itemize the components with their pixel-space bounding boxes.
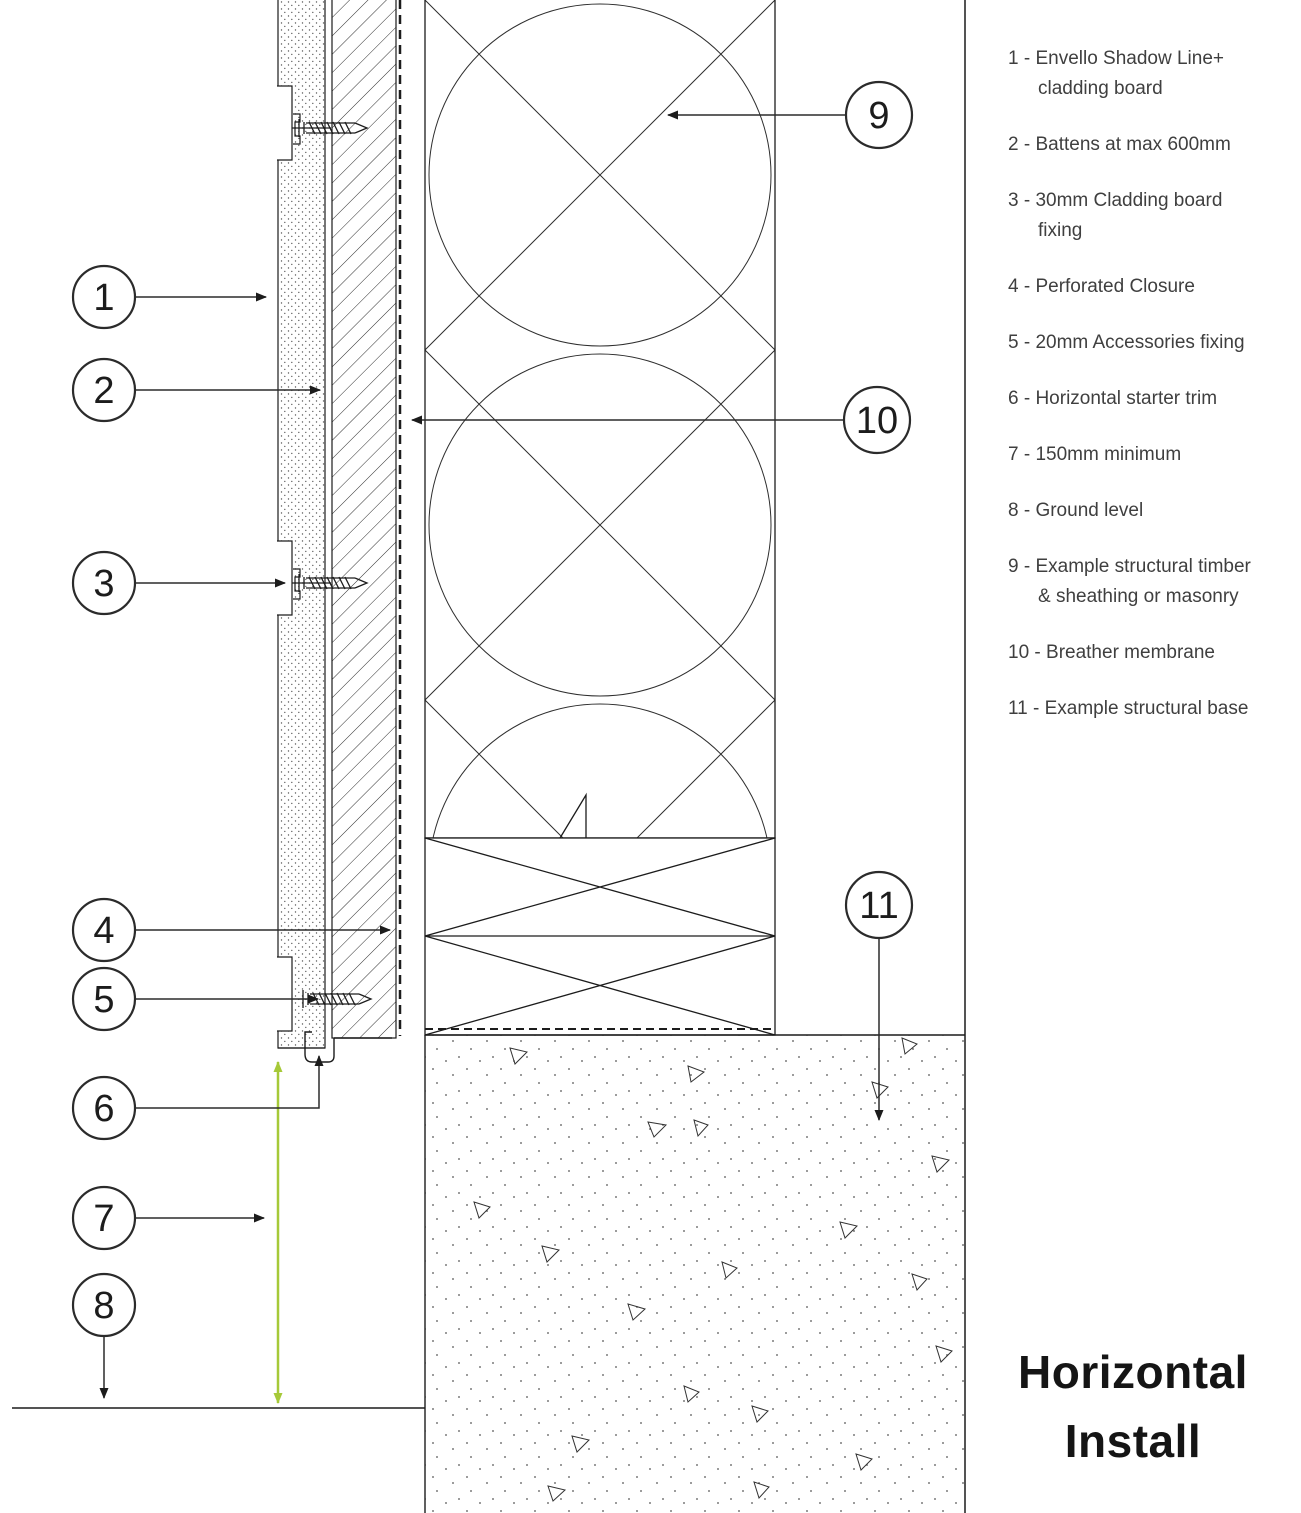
callout-8: 8 bbox=[71, 1272, 137, 1399]
legend-item-5-line1: 5 - 20mm Accessories fixing bbox=[1008, 332, 1245, 353]
callout-2-number: 2 bbox=[93, 370, 114, 412]
legend-item-6-line1: 6 - Horizontal starter trim bbox=[1008, 388, 1218, 409]
legend-item-7-line1: 7 - 150mm minimum bbox=[1008, 444, 1182, 465]
callout-1-number: 1 bbox=[93, 277, 114, 319]
legend-item-11-line1: 11 - Example structural base bbox=[1008, 698, 1249, 719]
legend-item-4-line1: 4 - Perforated Closure bbox=[1008, 276, 1195, 297]
legend: 1 - Envello Shadow Line+ cladding board … bbox=[1008, 44, 1301, 750]
callout-5: 5 bbox=[71, 966, 319, 1032]
legend-item-3-line1: 3 - 30mm Cladding board bbox=[1008, 190, 1223, 211]
legend-item-1-line2: cladding board bbox=[1038, 78, 1163, 99]
legend-item-1-line1: 1 - Envello Shadow Line+ bbox=[1008, 48, 1225, 69]
callout-10-number: 10 bbox=[856, 400, 898, 442]
legend-item-2: 2 - Battens at max 600mm bbox=[1008, 130, 1301, 160]
fixing-screws bbox=[277, 85, 372, 1032]
drawing-title-line2: Install bbox=[1064, 1415, 1202, 1467]
board-joint bbox=[277, 540, 368, 616]
callout-9-number: 9 bbox=[868, 95, 889, 137]
callout-11: 11 bbox=[844, 870, 914, 1121]
structural-wall bbox=[424, 0, 776, 839]
legend-item-10: 10 - Breather membrane bbox=[1008, 638, 1301, 668]
callout-10: 10 bbox=[411, 385, 912, 455]
callout-5-number: 5 bbox=[93, 979, 114, 1021]
drawing-title-line1: Horizontal bbox=[1018, 1346, 1248, 1398]
legend-item-9: 9 - Example structural timber & sheathin… bbox=[1008, 552, 1301, 612]
callout-3: 3 bbox=[71, 550, 286, 616]
concrete-base bbox=[424, 1034, 965, 1513]
starter-trim bbox=[304, 1031, 392, 1063]
legend-item-2-line1: 2 - Battens at max 600mm bbox=[1008, 134, 1231, 155]
callout-6: 6 bbox=[71, 1055, 324, 1141]
legend-item-10-line1: 10 - Breather membrane bbox=[1008, 642, 1215, 663]
battens bbox=[331, 0, 397, 1039]
legend-item-8: 8 - Ground level bbox=[1008, 496, 1301, 526]
callouts: 1 2 3 4 5 bbox=[71, 80, 914, 1399]
callout-4-number: 4 bbox=[93, 910, 114, 952]
cladding-board bbox=[277, 0, 326, 1049]
callout-1: 1 bbox=[71, 264, 267, 330]
callout-7-number: 7 bbox=[93, 1198, 114, 1240]
legend-item-6: 6 - Horizontal starter trim bbox=[1008, 384, 1301, 414]
callout-7: 7 bbox=[71, 1185, 265, 1251]
callout-6-number: 6 bbox=[93, 1088, 114, 1130]
legend-item-7: 7 - 150mm minimum bbox=[1008, 440, 1301, 470]
board-joint bbox=[277, 956, 372, 1032]
legend-item-3-line2: fixing bbox=[1038, 220, 1083, 241]
board-joint bbox=[277, 85, 368, 161]
callout-4: 4 bbox=[71, 897, 391, 963]
callout-8-number: 8 bbox=[93, 1285, 114, 1327]
legend-item-4: 4 - Perforated Closure bbox=[1008, 272, 1301, 302]
legend-item-3: 3 - 30mm Cladding board fixing bbox=[1008, 186, 1301, 246]
legend-item-11: 11 - Example structural base bbox=[1008, 694, 1301, 724]
legend-item-1: 1 - Envello Shadow Line+ cladding board bbox=[1008, 44, 1301, 104]
callout-2: 2 bbox=[71, 357, 321, 423]
legend-item-9-line1: 9 - Example structural timber bbox=[1008, 556, 1251, 577]
legend-item-9-line2: & sheathing or masonry bbox=[1038, 586, 1239, 607]
drawing-title: Horizontal Install bbox=[965, 1338, 1301, 1476]
callout-11-number: 11 bbox=[859, 885, 898, 927]
callout-3-number: 3 bbox=[93, 563, 114, 605]
sill-plate bbox=[424, 837, 776, 1036]
legend-item-8-line1: 8 - Ground level bbox=[1008, 500, 1144, 521]
legend-item-5: 5 - 20mm Accessories fixing bbox=[1008, 328, 1301, 358]
aggregate-triangles bbox=[473, 1037, 953, 1502]
callout-9: 9 bbox=[667, 80, 914, 150]
